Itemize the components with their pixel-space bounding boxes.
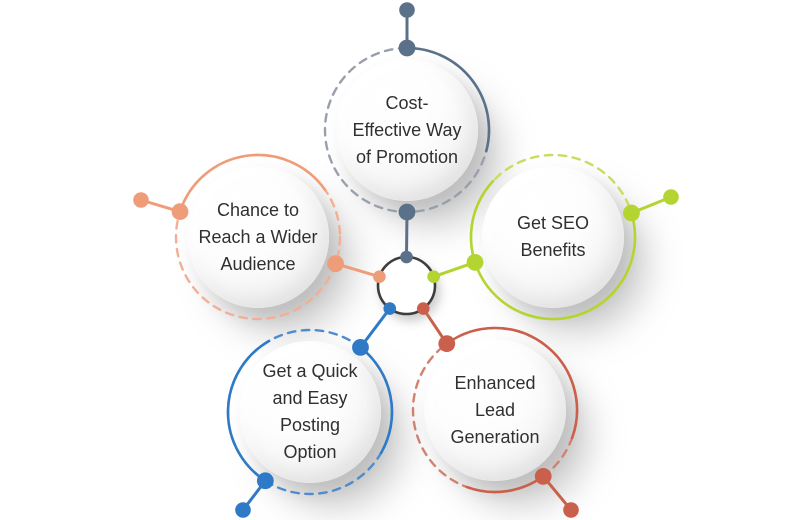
antenna-line-seo-benefits: [630, 195, 672, 215]
node-rim-dot-cost-effective-promotion: [398, 203, 416, 221]
benefit-label: Chance to Reach a Wider Audience: [198, 197, 317, 278]
hub-dot-seo-benefits: [427, 270, 440, 283]
benefit-label-line: Benefits: [520, 240, 586, 260]
benefit-label-line: Posting: [279, 415, 341, 435]
benefit-circle-cost-effective-promotion: Cost- Effective Way of Promotion: [336, 59, 478, 201]
antenna-rim-dot-seo-benefits: [623, 204, 640, 222]
antenna-rim-dot-quick-easy-posting: [256, 472, 274, 490]
node-rim-dot-seo-benefits: [466, 253, 484, 271]
node-rim-dot-quick-easy-posting: [352, 338, 369, 356]
antenna-rim-dot-wider-audience: [171, 203, 189, 221]
benefit-label-line: Lead: [474, 399, 516, 420]
benefit-label: Enhanced Lead Generation: [450, 370, 539, 451]
antenna-end-dot-seo-benefits: [663, 189, 679, 205]
antenna-end-dot-wider-audience: [133, 192, 149, 208]
antenna-line-lead-generation: [542, 475, 573, 511]
antenna-end-dot-quick-easy-posting: [235, 502, 251, 518]
benefit-label-line: Chance to: [216, 199, 300, 220]
benefit-label-line: Cost-: [385, 92, 429, 113]
benefit-label: Cost- Effective Way of Promotion: [352, 90, 461, 171]
benefit-circle-wider-audience: Chance to Reach a Wider Audience: [187, 166, 329, 308]
benefit-label-line: of Promotion: [355, 146, 459, 167]
benefit-label-line: Reach a Wider: [198, 226, 318, 247]
benefit-circle-lead-generation: Enhanced Lead Generation: [424, 339, 566, 481]
hub-dot-cost-effective-promotion: [400, 250, 413, 264]
benefit-label-line: Get a Quick: [262, 361, 358, 381]
benefit-label: Get a Quick and Easy Posting Option: [262, 358, 357, 466]
hub-connector-wider-audience: [335, 262, 380, 279]
benefit-circle-quick-easy-posting: Get a Quick and Easy Posting Option: [239, 341, 381, 483]
benefit-label-line: Option: [283, 442, 337, 462]
hub-connector-quick-easy-posting: [359, 307, 391, 349]
benefit-label-line: Enhanced: [454, 372, 536, 393]
benefit-label-line: Effective Way: [352, 119, 462, 140]
antenna-rim-dot-cost-effective-promotion: [398, 39, 416, 57]
hub-dot-quick-easy-posting: [383, 302, 397, 315]
hub-connector-lead-generation: [422, 307, 449, 345]
node-rim-dot-wider-audience: [327, 255, 344, 273]
antenna-end-dot-cost-effective-promotion: [399, 2, 415, 18]
antenna-line-wider-audience: [140, 198, 181, 214]
benefit-circle-seo-benefits: Get SEO Benefits: [482, 166, 624, 308]
benefit-label-line: Generation: [450, 426, 540, 447]
hub-ring: [376, 255, 437, 316]
benefit-label: Get SEO Benefits: [517, 210, 589, 264]
hub-connector-cost-effective-promotion: [405, 211, 409, 258]
hub-dot-lead-generation: [416, 302, 430, 315]
hub-connector-seo-benefits: [433, 260, 476, 279]
benefit-label-line: and Easy: [272, 388, 348, 408]
hub-dot-wider-audience: [373, 270, 386, 283]
benefit-label-line: Audience: [220, 253, 296, 274]
benefit-label-line: Get SEO: [516, 213, 590, 233]
antenna-rim-dot-lead-generation: [534, 467, 552, 485]
node-rim-dot-lead-generation: [438, 335, 456, 353]
antenna-line-quick-easy-posting: [241, 479, 267, 511]
antenna-end-dot-lead-generation: [563, 502, 579, 518]
